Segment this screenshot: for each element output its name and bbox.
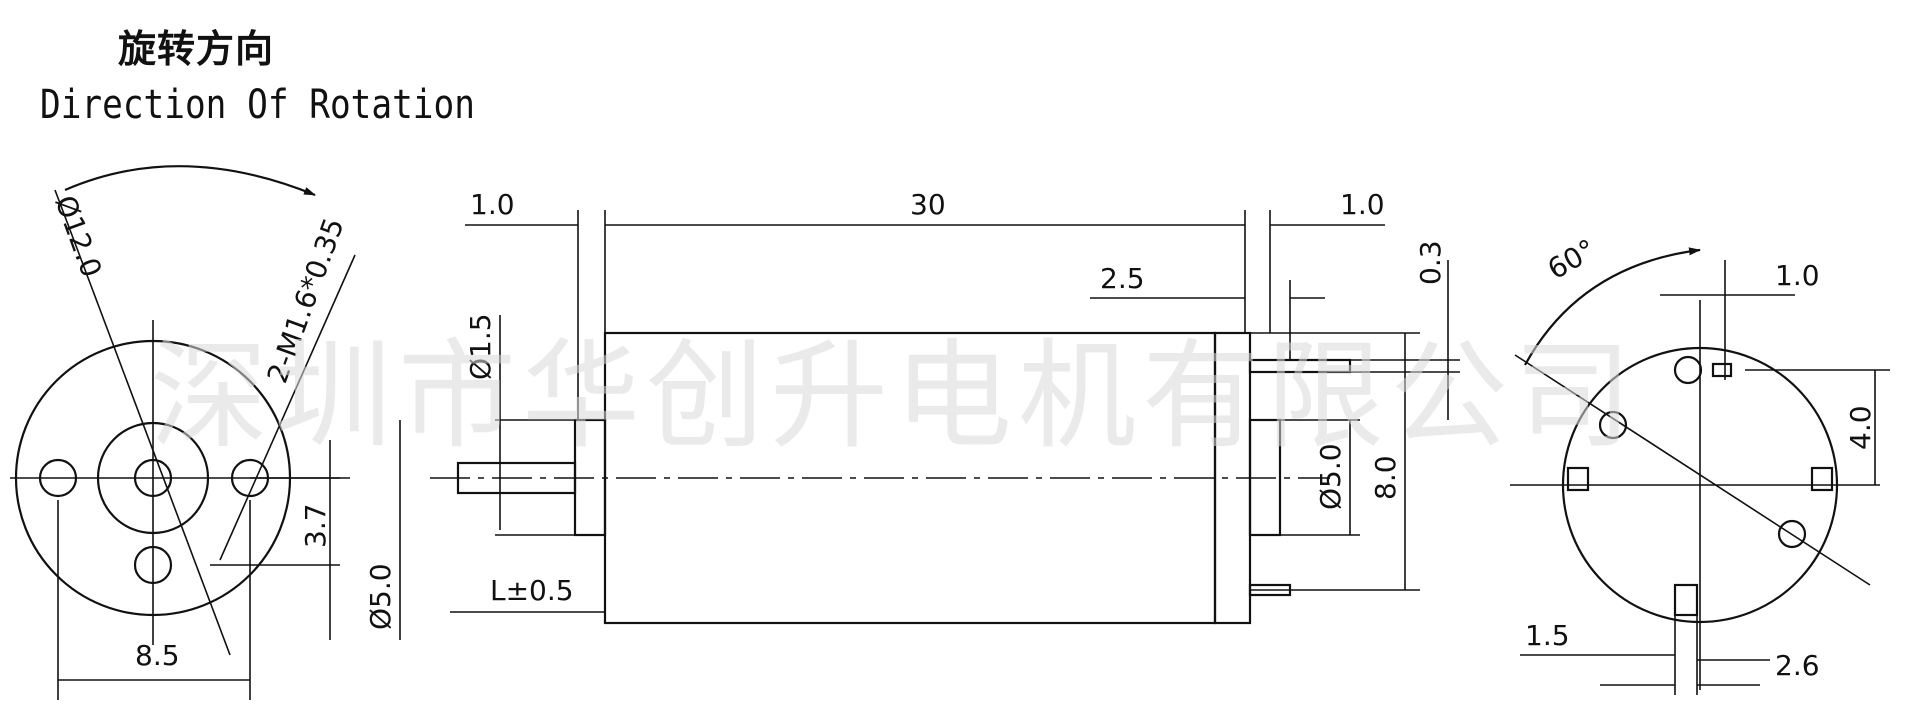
dim-right-angle: 60°: [1542, 233, 1601, 286]
right-terminal-top: [1711, 362, 1733, 378]
dim-terminal-thickness: 0.3: [1414, 240, 1447, 285]
rotation-arrow-left: [64, 165, 316, 197]
left-view: Ø12.0 2-M1.6*0.35 3.7 8.5: [10, 165, 356, 700]
right-terminal-bottom: [1673, 583, 1699, 617]
terminal-upper: [1248, 358, 1352, 374]
right-terminal-right: [1810, 466, 1834, 492]
dim-rear-height: 8.0: [1369, 455, 1402, 500]
title-english: Direction Of Rotation: [40, 82, 475, 128]
right-terminal-left: [1566, 466, 1590, 492]
dim-front-gap: 1.0: [470, 188, 515, 221]
dim-rear-boss-diameter: Ø5.0: [1314, 443, 1347, 510]
dim-shaft-diameter: Ø1.5: [464, 313, 497, 380]
dim-right-offset: 4.0: [1844, 405, 1877, 450]
dim-thread: 2-M1.6*0.35: [261, 214, 351, 388]
title-chinese: 旋转方向: [118, 27, 275, 71]
rear-view: 60° 1.0 4.0 1.5 2.6: [1510, 233, 1890, 695]
rotation-arrow-right: [1524, 247, 1701, 366]
dim-hole-offset: 3.7: [299, 503, 332, 548]
dim-boss-diameter: Ø5.0: [364, 563, 397, 630]
dim-right-small: 1.0: [1775, 259, 1820, 292]
right-hole-top: [1673, 355, 1703, 385]
dim-left-diameter: Ø12.0: [48, 191, 108, 282]
dim-terminal-offset: 2.5: [1100, 262, 1145, 295]
dim-right-bottom-left: 1.5: [1525, 619, 1570, 652]
dim-rear-gap: 1.0: [1340, 188, 1385, 221]
right-hole-left: [1598, 410, 1628, 440]
right-hole-right: [1777, 519, 1807, 549]
dim-hole-span: 8.5: [135, 639, 180, 672]
dim-overall-length: 30: [910, 188, 946, 221]
dim-right-bottom-right: 2.6: [1775, 649, 1820, 682]
dim-shaft-length: L±0.5: [490, 574, 574, 607]
side-view: 1.0 30 1.0 2.5 Ø1.5 Ø5.0 L±0.5 Ø5.0 8.0 …: [364, 188, 1460, 640]
